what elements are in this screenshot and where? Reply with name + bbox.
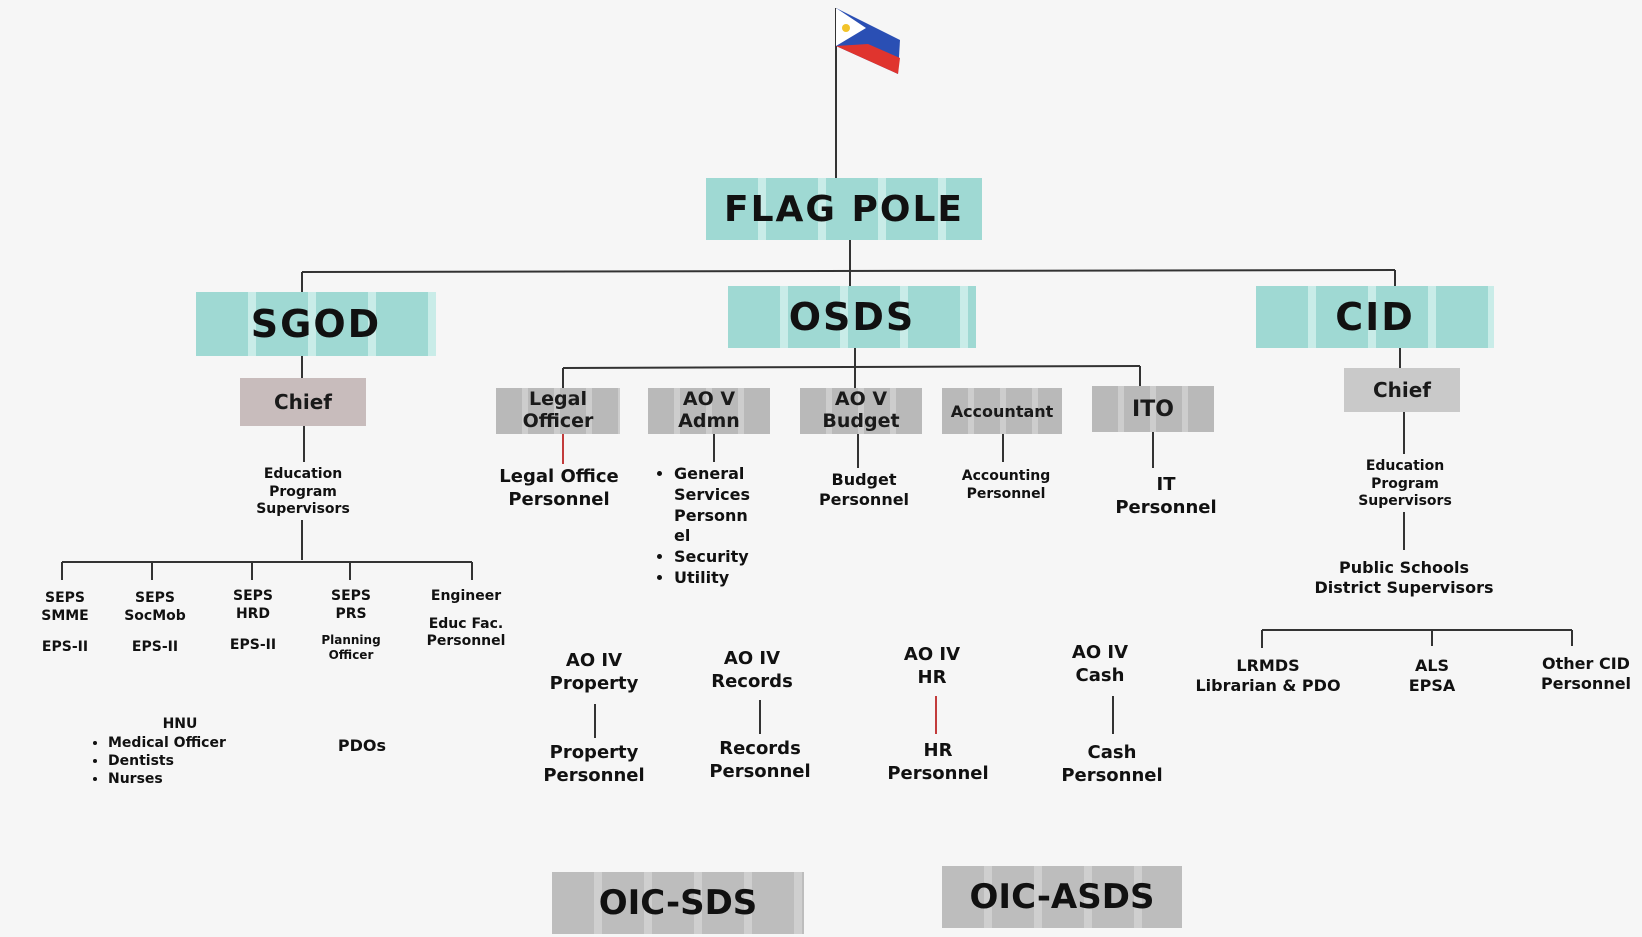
oic-sds-box: OIC-SDS: [552, 872, 804, 934]
sgod-box: SGOD: [196, 292, 436, 356]
hnu-item: Nurses: [108, 770, 270, 788]
cid-box: CID: [1256, 286, 1494, 348]
osds-head-ito: ITO: [1092, 386, 1214, 432]
sgod-unit-engineer: Engineer Educ Fac. Personnel: [426, 588, 506, 649]
admin-list-item: Utility: [674, 568, 776, 589]
cid-chief-box: Chief: [1344, 368, 1460, 412]
osds-head-accountant: Accountant: [942, 388, 1062, 434]
admin-list-item: Security: [674, 547, 776, 568]
hnu-item: Dentists: [108, 752, 270, 770]
sgod-chief-box: Chief: [240, 378, 366, 426]
hnu-item: Medical Officer: [108, 734, 270, 752]
oic-asds-box: OIC-ASDS: [942, 866, 1182, 928]
philippine-flag-icon: [836, 8, 900, 74]
hnu-block: HNU Medical Officer Dentists Nurses: [90, 716, 270, 788]
flag-pole-box: FLAG POLE: [706, 178, 982, 240]
osds-box: OSDS: [728, 286, 976, 348]
pdos-label: PDOs: [337, 736, 387, 755]
